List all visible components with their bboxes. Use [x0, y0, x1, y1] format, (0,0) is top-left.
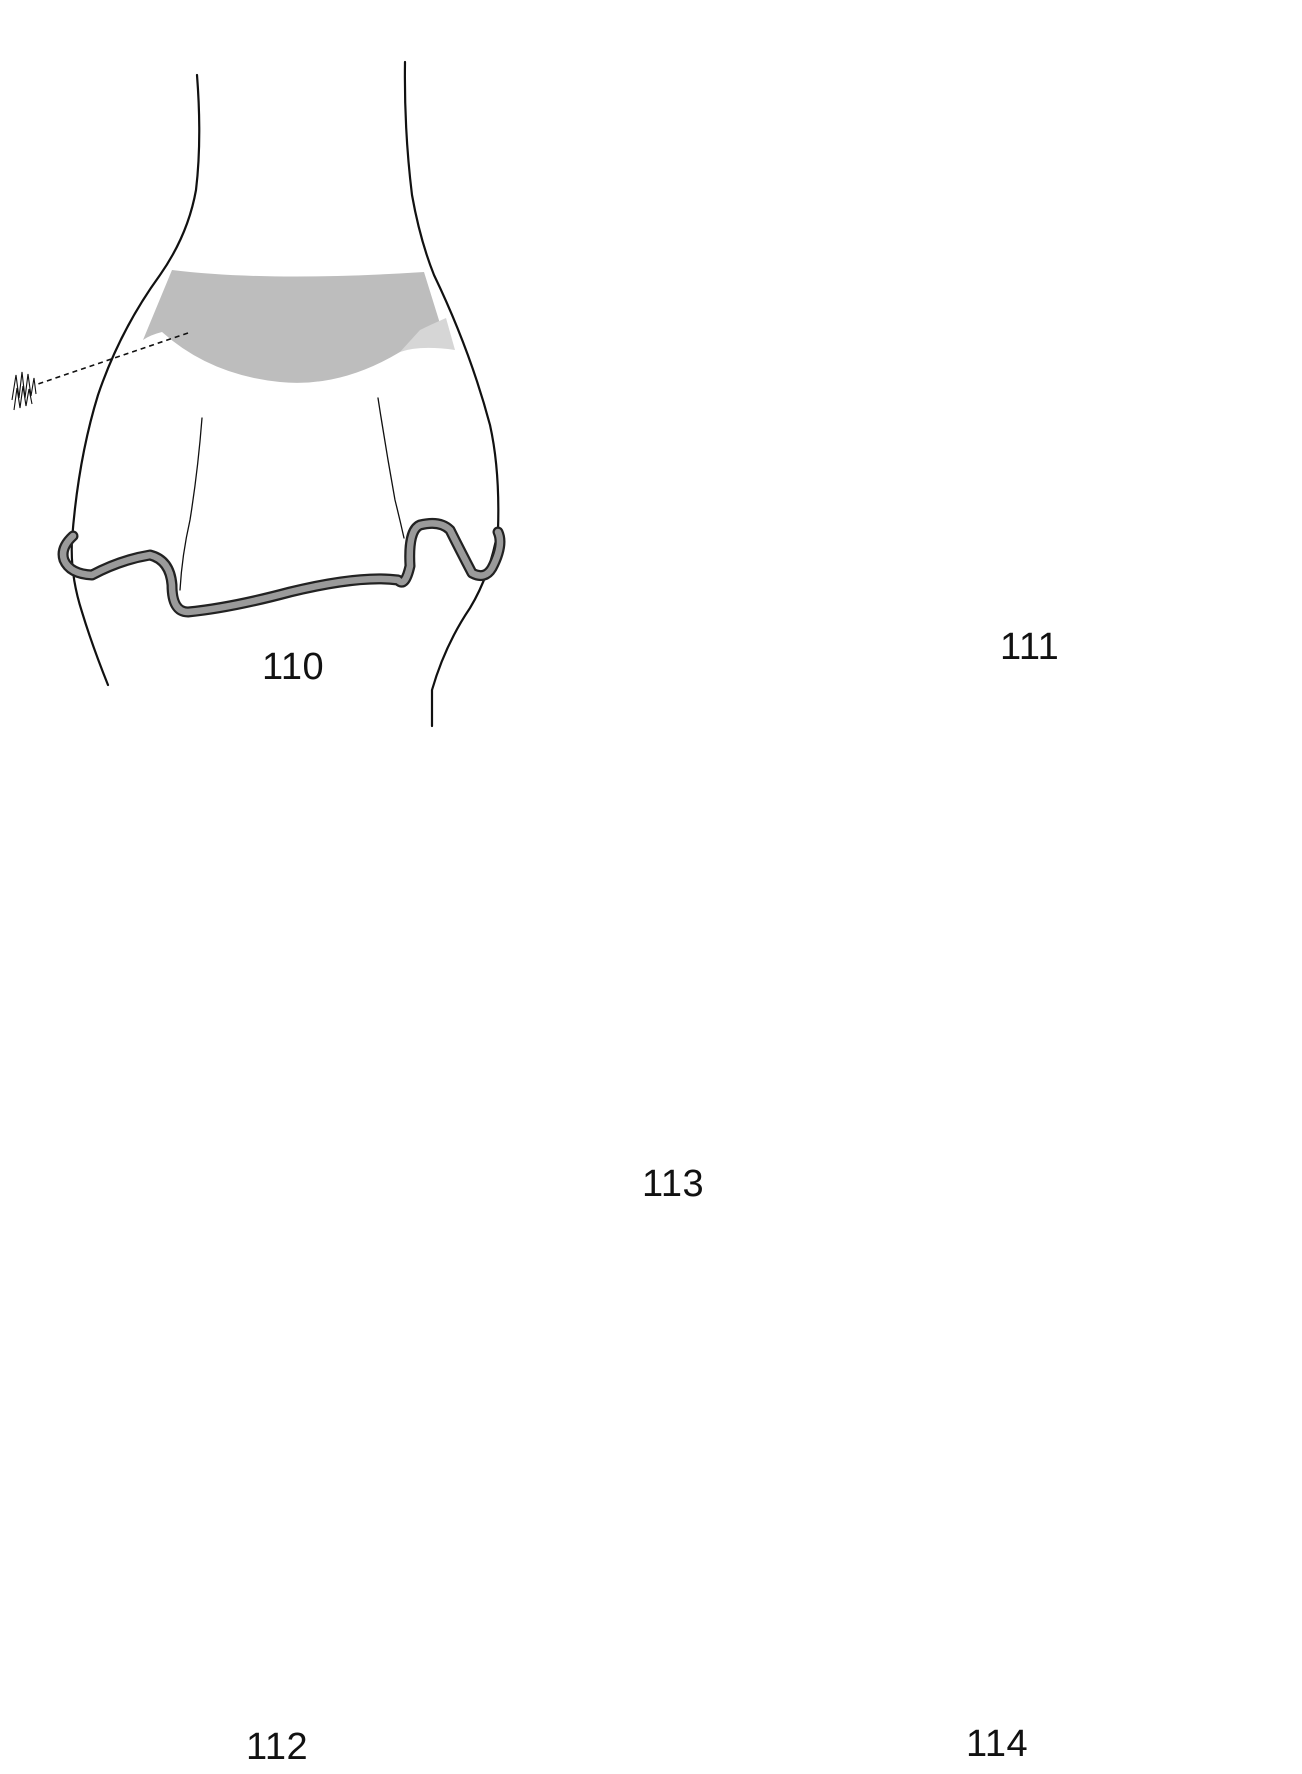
setae-icon	[12, 372, 36, 410]
figure-label-112: 112	[246, 1728, 308, 1766]
body-outline	[72, 75, 200, 685]
rim	[63, 523, 500, 612]
inner-seam	[180, 418, 202, 590]
figure-label-114: 114	[966, 1725, 1028, 1763]
inner-seam	[378, 398, 404, 538]
sclerotized-band	[143, 270, 442, 383]
figure-label-110: 110	[262, 648, 324, 686]
figure-label-113: 113	[642, 1165, 704, 1203]
body-outline	[405, 62, 498, 726]
figure-110-drawing	[12, 62, 500, 726]
figure-label-111: 111	[1000, 628, 1059, 666]
